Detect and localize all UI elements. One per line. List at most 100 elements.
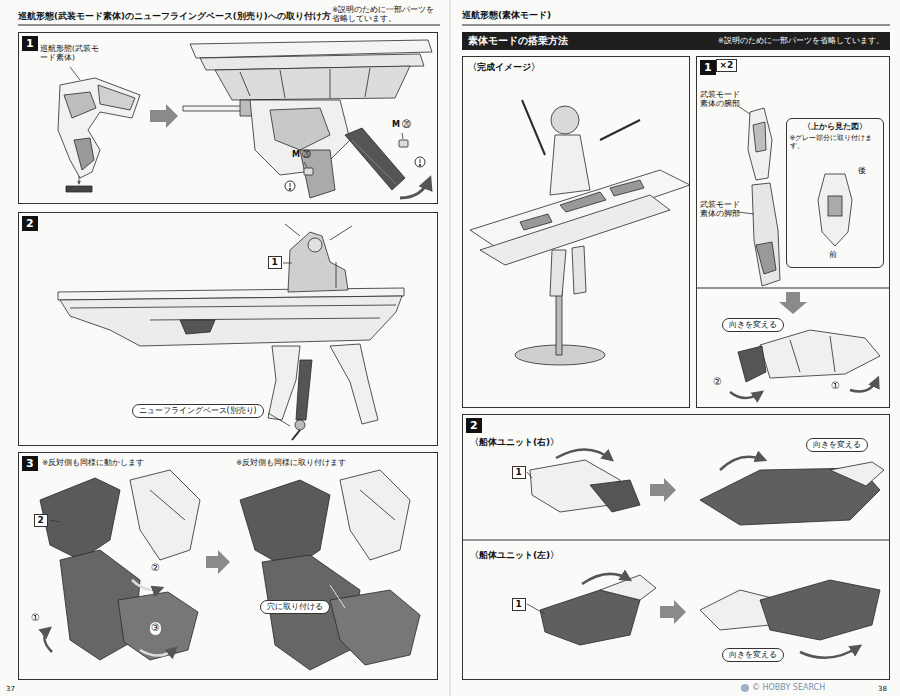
order-number: ① bbox=[830, 380, 841, 393]
caution-symbol bbox=[289, 188, 291, 190]
instruction-box: 穴に取り付ける bbox=[260, 600, 330, 614]
callout-box: 1 bbox=[268, 256, 282, 270]
box-text: 〈完成イメージ〉 bbox=[468, 61, 540, 74]
callout-box: ×2 bbox=[716, 59, 738, 73]
box-text: ニューフライングベース(別売り) bbox=[139, 406, 257, 415]
ship-side-view bbox=[336, 262, 337, 288]
caution-symbol bbox=[415, 157, 425, 167]
image-panel: 〈完成イメージ〉 bbox=[462, 56, 690, 408]
order-number: ① bbox=[30, 612, 41, 625]
part-label: 巡航形態(武装モード素体) bbox=[40, 44, 102, 63]
leg-armor bbox=[44, 628, 52, 652]
divider bbox=[462, 540, 890, 541]
step-arrow bbox=[779, 292, 807, 314]
leg-armor bbox=[360, 490, 395, 520]
callout-box: 1 bbox=[512, 598, 526, 612]
leg-armor bbox=[240, 470, 420, 670]
section-bar: 素体モードの搭乗方法※説明のために一部パーツを省略しています。 bbox=[462, 32, 890, 50]
leg-armor bbox=[330, 590, 420, 665]
hull-unit bbox=[590, 480, 640, 512]
hull-unit bbox=[527, 604, 545, 614]
instruction-box: 向きを変える bbox=[722, 318, 784, 332]
cruise-mode-part bbox=[98, 85, 135, 110]
box-text: ×2 bbox=[720, 60, 734, 70]
arm-part bbox=[830, 336, 835, 372]
box-text: 1 bbox=[516, 467, 522, 477]
leg-armor bbox=[130, 470, 200, 560]
box-text: 向きを変える bbox=[729, 320, 777, 329]
step-arrow bbox=[650, 478, 676, 502]
completed-figure bbox=[560, 192, 606, 212]
cruise-mode-part bbox=[66, 186, 92, 192]
step-panel: 21向きを変える1向きを変える bbox=[462, 414, 890, 680]
arm-part bbox=[738, 346, 766, 382]
step-arrow bbox=[206, 550, 230, 574]
completed-figure bbox=[522, 100, 545, 155]
top-view-part bbox=[818, 174, 852, 246]
caution-symbol bbox=[419, 164, 421, 166]
top-view-part bbox=[818, 174, 852, 246]
direction-label: 前 bbox=[829, 250, 837, 260]
box-text: 1 bbox=[516, 599, 522, 609]
cruise-mode-part bbox=[70, 67, 80, 80]
screw-label: M bbox=[392, 120, 400, 130]
page-rule bbox=[449, 0, 451, 696]
completed-figure bbox=[556, 290, 562, 355]
ship-side-view bbox=[288, 232, 348, 292]
screw-number: ⑳ bbox=[402, 119, 411, 130]
hull-unit bbox=[527, 472, 532, 478]
completed-figure bbox=[600, 120, 640, 140]
hull-unit bbox=[540, 590, 640, 645]
step-arrow bbox=[779, 292, 807, 314]
page-rule bbox=[462, 25, 890, 26]
top-view-box: 〈上から見た図〉※グレー部分に取り付けます。 bbox=[786, 118, 884, 268]
box-note: ※グレー部分に取り付けます。 bbox=[790, 134, 880, 152]
ship-side-view bbox=[70, 305, 396, 308]
step-arrow bbox=[206, 550, 230, 574]
ship-side-view bbox=[330, 226, 352, 240]
ship-unit bbox=[240, 72, 250, 96]
screw-number: ⑳ bbox=[302, 149, 311, 160]
step-arrow bbox=[660, 600, 686, 624]
page-rule bbox=[18, 0, 890, 696]
order-number: ③ bbox=[150, 622, 161, 635]
ship-side-view bbox=[180, 320, 215, 334]
hull-unit bbox=[527, 449, 884, 525]
leg-armor bbox=[40, 478, 120, 560]
hull-unit bbox=[527, 574, 880, 658]
hull-unit bbox=[800, 646, 860, 658]
ship-unit bbox=[270, 108, 330, 150]
ship-unit bbox=[352, 140, 396, 184]
leg-armor bbox=[50, 520, 60, 522]
completed-figure bbox=[551, 106, 579, 134]
step-panel: 1 bbox=[18, 32, 438, 204]
instruction-box: ニューフライングベース(別売り) bbox=[132, 404, 264, 418]
arm-part bbox=[790, 340, 800, 372]
step-panel: 32穴に取り付ける bbox=[18, 452, 438, 680]
arm-part bbox=[752, 183, 780, 286]
ship-side-view bbox=[296, 360, 312, 420]
box-text: 3 bbox=[22, 456, 38, 471]
ship-side-view bbox=[268, 346, 300, 420]
ship-unit bbox=[215, 66, 410, 100]
completed-figure bbox=[470, 100, 690, 365]
sub-heading: 〈船体ユニット(左)〉 bbox=[470, 550, 559, 561]
ship-unit bbox=[304, 168, 313, 175]
arm-part bbox=[738, 106, 780, 286]
note: ※反対側も同様に動かします bbox=[42, 458, 144, 467]
watermark-logo bbox=[741, 684, 749, 692]
completed-figure bbox=[550, 250, 566, 296]
ship-unit bbox=[280, 70, 285, 98]
part-label: 武装モード素体の腕部 bbox=[700, 90, 744, 109]
hull-unit bbox=[720, 457, 765, 470]
arm-part bbox=[730, 392, 762, 398]
caution-symbol bbox=[285, 181, 295, 191]
screw-label: M bbox=[292, 150, 300, 160]
instruction-box: 向きを変える bbox=[806, 438, 868, 452]
step-panel: 1×2〈上から見た図〉※グレー部分に取り付けます。向きを変える bbox=[696, 56, 890, 408]
ship-side-view bbox=[292, 430, 300, 440]
page-number: 38 bbox=[878, 685, 887, 694]
cruise-mode-part bbox=[58, 67, 140, 192]
note: ※説明のために一部パーツを省略しています。 bbox=[332, 5, 442, 24]
